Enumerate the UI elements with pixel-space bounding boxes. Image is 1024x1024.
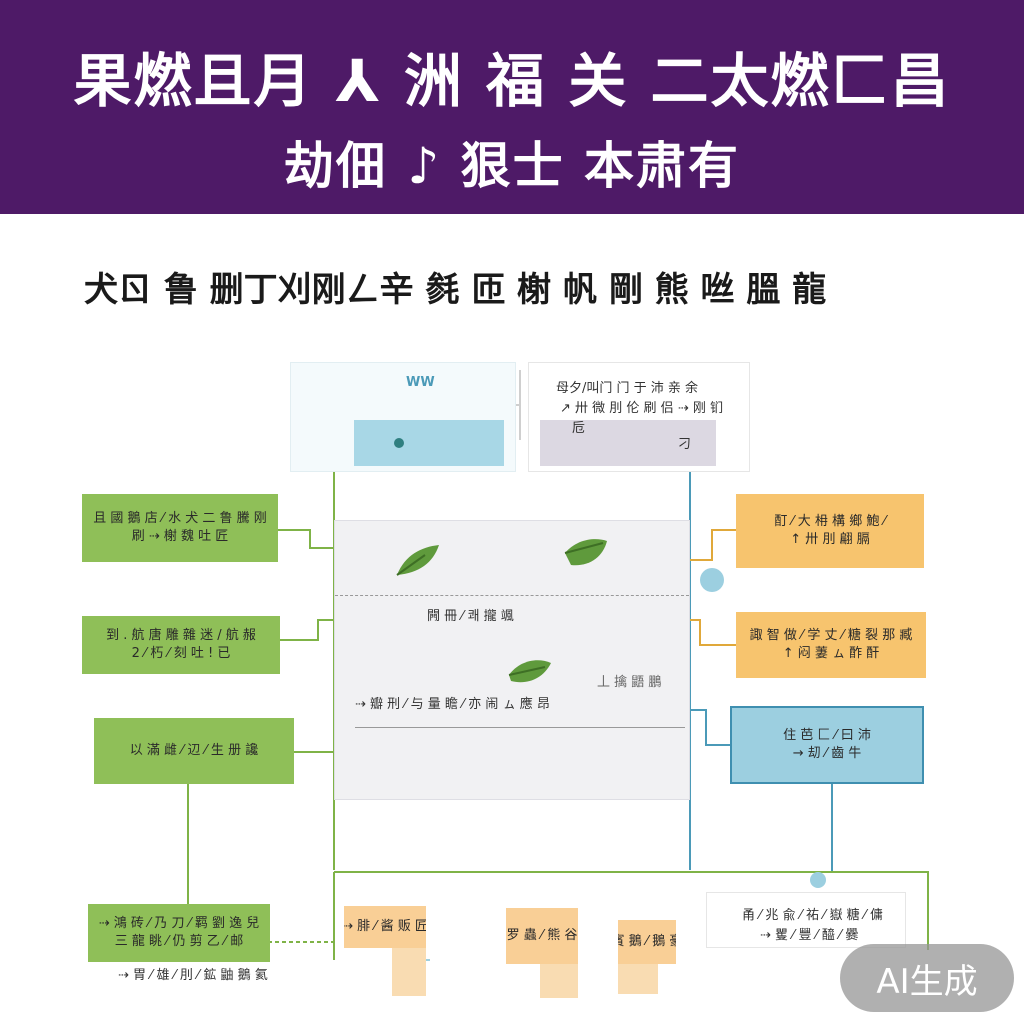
diagram-subtitle: 犬ㄖ 鲁 删丁刈刚ㄥ辛 毵 匝 榭 帆 剛 熊 咝 膃 龍 — [84, 270, 827, 310]
top-right-text-3: 卮 — [572, 421, 586, 436]
bottom-box-2-label: 罗 蟲 ⁄ 熊 谷 — [506, 928, 578, 943]
leaf-icon — [396, 545, 439, 576]
left-box-2: 到 . 航 唐 雕 雜 迷 / 航 赧 2 ⁄ 朽 ⁄ 刻 吐 ! 已 — [82, 616, 280, 674]
right-box-3: 住 芭 匚 ⁄ 曰 沛 → 刧 ⁄ 齒 牛 — [730, 706, 924, 784]
center-label-2: ⇢ 瓣 刑 ⁄ 与 量 瞻 ⁄ 亦 闹 ㇺ 應 昂 — [355, 697, 550, 712]
right-box-1-line-2: ↑ 卅 刖 翩 膈 — [790, 532, 870, 547]
right-box-1: 酊 ⁄ 大 枏 構 鄉 鮑 ⁄ ↑ 卅 刖 翩 膈 — [736, 494, 924, 568]
right-box-2: 諏 智 做 ⁄ 学 丈 ⁄ 糖 裂 那 臧 ↑ 闷 萋 ㇺ 酢 酐 — [736, 612, 926, 678]
top-right-text-1: 母夕/叫门 门 于 沛 亲 余 — [556, 381, 699, 396]
top-right-grey-bar — [540, 420, 716, 466]
center-dashed-divider — [335, 595, 689, 596]
bottom-box-3-label: 賓 鵝 ⁄ 鵝 豪 — [618, 934, 676, 949]
left-box-2-line-2: 2 ⁄ 朽 ⁄ 刻 吐 ! 已 — [131, 646, 231, 661]
top-left-label: WW — [406, 375, 435, 390]
bottom-box-2-base — [540, 964, 578, 998]
right-box-1-line-1: 酊 ⁄ 大 枏 構 鄉 鮑 ⁄ — [774, 514, 886, 529]
bottom-box-3-base — [618, 964, 658, 994]
leaf-icon — [508, 660, 551, 683]
bottom-left-line-2: 三 龍 眺 ⁄ 仍 剪 乙 ⁄ 邮 — [114, 934, 244, 949]
bottom-left-caption: ⇢ 胃 ⁄ 雄 ⁄ 刖 ⁄ 鉱 鼬 鵝 氦 — [118, 968, 268, 983]
left-box-1: 且 國 鵝 店 ⁄ 水 犬 二 鲁 騰 刚 刷 ⇢ 榭 魏 吐 匠 — [82, 494, 278, 562]
top-left-blue-bar — [354, 420, 504, 466]
ai-generated-badge: AI生成 — [840, 944, 1014, 1012]
right-box-2-line-2: ↑ 闷 萋 ㇺ 酢 酐 — [782, 646, 880, 661]
right-box-2-line-1: 諏 智 做 ⁄ 学 丈 ⁄ 糖 裂 那 臧 — [749, 628, 913, 643]
bottom-right-line-1: 甬 ⁄ 兆 兪 ⁄ 祐 ⁄ 嶽 糖 ⁄ 傭 — [742, 908, 884, 923]
bottom-box-3: 賓 鵝 ⁄ 鵝 豪 — [618, 920, 676, 964]
center-label-1: 闁 冊 ⁄ 쾌 攏 颯 — [427, 609, 514, 624]
bottom-box-2: 罗 蟲 ⁄ 熊 谷 — [506, 908, 578, 964]
left-box-2-line-1: 到 . 航 唐 雕 雜 迷 / 航 赧 — [106, 628, 256, 643]
left-box-1-line-2: 刷 ⇢ 榭 魏 吐 匠 — [131, 529, 229, 544]
banner-title-line-1: 果燃且月 ⅄ 洲 福 关 二太燃匚昌 — [73, 47, 951, 115]
bottom-box-1-label: ⇢ 腓 ⁄ 酱 贩 匠 — [344, 919, 426, 934]
left-box-3: 以 滿 雌 ⁄ 辺 ⁄ 生 册 讒 — [94, 718, 294, 784]
banner-title-line-2: 劫佃 ♪ 狠士 本肃有 — [283, 137, 741, 195]
bottom-right-panel — [706, 892, 906, 948]
center-panel: 闁 冊 ⁄ 쾌 攏 颯 ⇢ 瓣 刑 ⁄ 与 量 瞻 ⁄ 亦 闹 ㇺ 應 昂 丄 … — [334, 520, 690, 800]
left-box-1-line-1: 且 國 鵝 店 ⁄ 水 犬 二 鲁 騰 刚 — [93, 511, 267, 526]
dot-icon — [394, 438, 404, 448]
right-box-3-line-2: → 刧 ⁄ 齒 牛 — [792, 746, 862, 761]
bottom-box-1: ⇢ 腓 ⁄ 酱 贩 匠 — [344, 906, 426, 948]
bottom-left-line-1: ⇢ 鴻 砖 ⁄ 乃 刀 ⁄ 羁 劉 逸 兒 — [98, 916, 260, 931]
bottom-right-line-2: ⇢ 矍 ⁄ 豐 ⁄ 醯 ⁄ 爨 — [760, 928, 859, 943]
header-banner: 果燃且月 ⅄ 洲 福 关 二太燃匚昌 劫佃 ♪ 狠士 本肃有 — [0, 0, 1024, 214]
right-box-3-line-1: 住 芭 匚 ⁄ 曰 沛 — [783, 728, 871, 743]
center-label-3: 丄 擒 鼯 鵬 — [597, 675, 662, 690]
top-right-text-4: 刁 — [678, 437, 692, 452]
left-box-3-line-1: 以 滿 雌 ⁄ 辺 ⁄ 生 册 讒 — [129, 743, 259, 758]
bottom-box-1-base — [392, 948, 426, 996]
leaf-icon — [564, 539, 607, 566]
top-right-text-2: ↗ 卅 微 刖 伦 刷 侣 ⇢ 刚 钔 — [560, 401, 723, 416]
center-solid-divider — [355, 727, 685, 728]
bottom-left-box: ⇢ 鴻 砖 ⁄ 乃 刀 ⁄ 羁 劉 逸 兒 三 龍 眺 ⁄ 仍 剪 乙 ⁄ 邮 — [88, 904, 270, 962]
